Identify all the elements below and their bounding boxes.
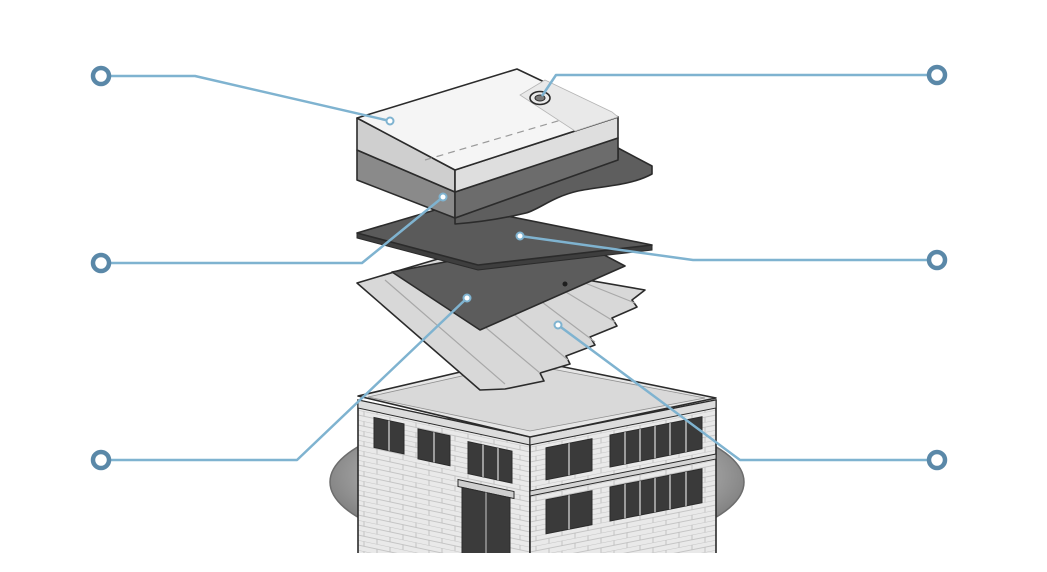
callout-anchors [385, 116, 563, 330]
membrane-sheet-layer [356, 204, 653, 271]
seam-dashed-line [424, 107, 603, 161]
callout-line [540, 73, 929, 97]
ring-marker-icon[interactable] [926, 249, 948, 271]
callout-markers [90, 64, 948, 471]
callout-line [109, 74, 391, 123]
callout-line [109, 297, 468, 462]
window-mullions [624, 419, 687, 465]
callout-line [519, 234, 929, 262]
fastener-dot [562, 281, 568, 287]
building [329, 357, 745, 553]
callout-line [557, 323, 929, 462]
anchor-dot-icon [438, 192, 448, 202]
insulation-underlayer [454, 147, 653, 225]
top-membrane-board [356, 68, 619, 219]
ring-marker-icon[interactable] [90, 65, 112, 87]
ring-marker-icon[interactable] [90, 449, 112, 471]
callout-line [109, 196, 444, 265]
ring-marker-icon[interactable] [90, 252, 112, 274]
anchor-dot-icon [553, 320, 563, 330]
anchor-dot-icon [515, 231, 525, 241]
fastener-icon [529, 90, 551, 106]
ring-marker-icon[interactable] [926, 449, 948, 471]
anchor-dot-icon [385, 116, 395, 126]
ring-marker-icon[interactable] [926, 64, 948, 86]
building-right-wall [529, 399, 717, 553]
right-wall-band [529, 399, 717, 446]
window-mullions [624, 471, 687, 519]
window-band [609, 468, 703, 522]
callout-lines [109, 73, 929, 462]
window [467, 441, 513, 484]
anchor-dot-icon [462, 293, 472, 303]
wall-divider [529, 453, 717, 497]
